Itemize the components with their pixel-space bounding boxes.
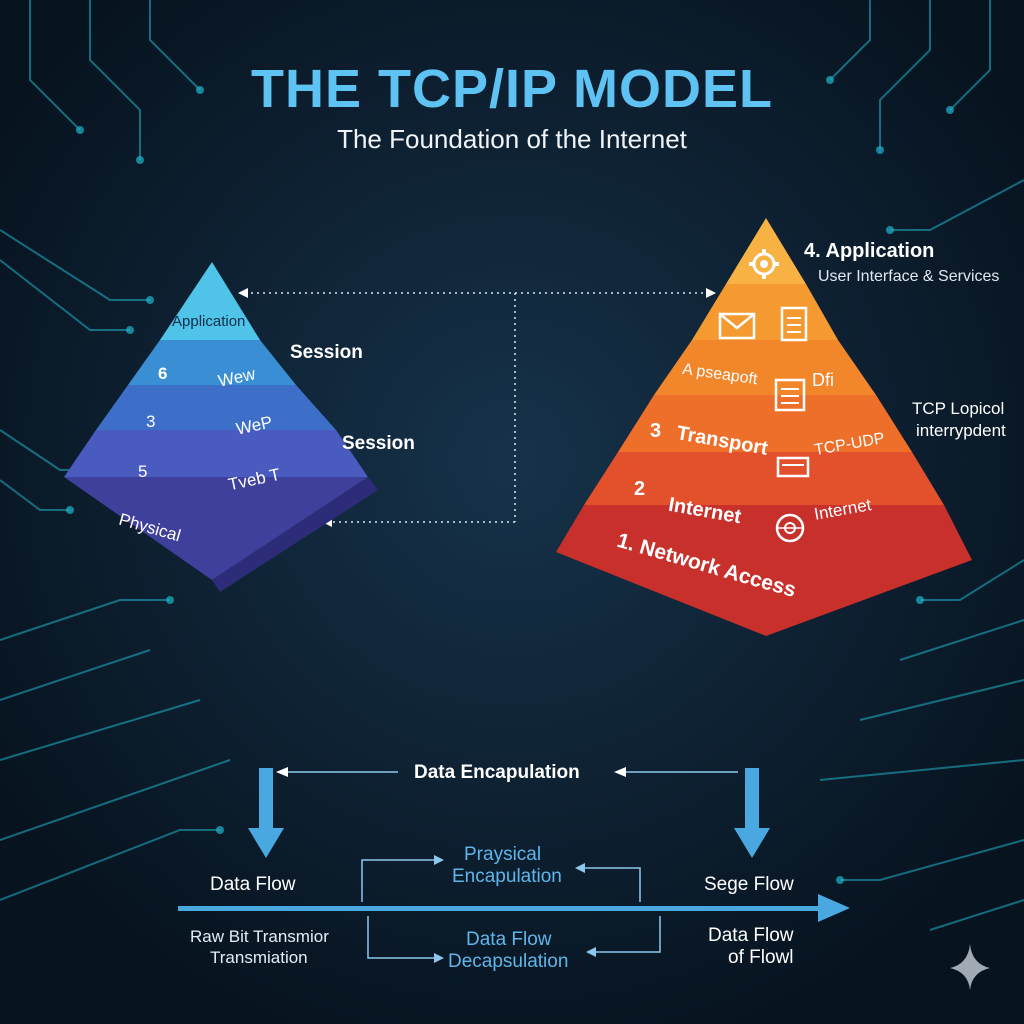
page-subtitle: The Foundation of the Internet bbox=[337, 124, 687, 154]
bracket-top-left bbox=[361, 859, 438, 902]
physical-encap-label-2: Encapulation bbox=[452, 866, 562, 887]
connector-arrow-right bbox=[706, 288, 716, 298]
down-arrow-left-shaft bbox=[259, 768, 273, 830]
right-layer-network-access bbox=[556, 505, 972, 636]
connector-arrow-left bbox=[238, 288, 248, 298]
envelope-icon bbox=[718, 312, 756, 340]
circuit-traces-right bbox=[819, 0, 1024, 931]
connector-lines bbox=[245, 292, 710, 523]
bracket-bottom-right bbox=[592, 916, 661, 953]
left-side-label-session-1: Session bbox=[290, 342, 363, 363]
left-pyramid bbox=[64, 262, 378, 592]
document-list-icon bbox=[774, 378, 806, 412]
left-layer-application bbox=[160, 262, 260, 340]
encap-arrow-right bbox=[614, 767, 626, 777]
sege-flow-label: Sege Flow bbox=[704, 874, 794, 895]
data-flow-right-label-2: of Flowl bbox=[728, 947, 794, 968]
left-layer-number-2: 6 bbox=[158, 364, 168, 383]
right-side-label-2: interrypdent bbox=[916, 421, 1006, 440]
flow-arrows bbox=[178, 767, 850, 963]
card-icon bbox=[776, 456, 810, 478]
main-flow-arrowhead bbox=[818, 894, 850, 922]
right-layer-app bbox=[654, 340, 876, 395]
right-side-label-1: TCP Lopicol bbox=[912, 399, 1005, 418]
bracket-top-arrow bbox=[434, 855, 444, 865]
bracket-top-right-arrow bbox=[575, 863, 585, 873]
left-layer-3 bbox=[96, 385, 336, 430]
down-arrow-left-head bbox=[248, 828, 284, 858]
encap-arrow-left bbox=[276, 767, 288, 777]
bracket-bottom-left bbox=[367, 916, 438, 959]
right-pyramid bbox=[556, 218, 972, 636]
bracket-bottom-arrow bbox=[434, 953, 444, 963]
bracket-bottom-right-arrow bbox=[586, 947, 596, 957]
decap-label-1: Data Flow bbox=[466, 929, 552, 950]
sparkle-icon bbox=[950, 944, 990, 990]
right-top-label: 4. Application bbox=[804, 240, 935, 262]
physical-encap-label-1: Praysical bbox=[464, 844, 542, 865]
globe-icon bbox=[775, 513, 805, 543]
left-side-label-session-2: Session bbox=[342, 433, 415, 454]
right-layer-transport bbox=[618, 395, 912, 452]
left-layer-4 bbox=[64, 430, 368, 477]
right-layer-number-transport: 3 bbox=[650, 420, 662, 442]
decap-label-2: Decapsulation bbox=[448, 951, 569, 972]
gear-icon bbox=[749, 249, 779, 279]
right-layer-internet bbox=[584, 452, 944, 505]
down-arrow-right-shaft bbox=[745, 768, 759, 830]
right-layer-mail bbox=[692, 284, 838, 340]
data-encapsulation-label: Data Encapulation bbox=[414, 762, 580, 783]
left-layer-number-3: 3 bbox=[146, 412, 156, 431]
raw-bit-label-1: Raw Bit Transmior bbox=[190, 927, 329, 946]
left-layer-physical bbox=[64, 477, 368, 580]
raw-bit-label-2: Transmiation bbox=[210, 948, 308, 967]
down-arrow-right-head bbox=[734, 828, 770, 858]
left-layer-2 bbox=[128, 340, 296, 385]
main-flow-line bbox=[178, 906, 822, 911]
bracket-top-right bbox=[580, 867, 641, 902]
right-top-caption: User Interface & Services bbox=[818, 268, 1000, 285]
page-title: THE TCP/IP MODEL bbox=[250, 59, 774, 119]
left-layer-number-4: 5 bbox=[138, 462, 148, 481]
data-flow-left-label: Data Flow bbox=[210, 874, 296, 895]
right-layer-number-internet: 2 bbox=[634, 478, 646, 500]
data-flow-right-label-1: Data Flow bbox=[708, 925, 794, 946]
left-pyramid-shadow bbox=[212, 477, 378, 592]
circuit-traces-left bbox=[0, 0, 231, 901]
document-icon bbox=[780, 306, 808, 342]
right-layer-extra-app: Dfi bbox=[812, 370, 834, 390]
left-layer-label-application: Application bbox=[172, 313, 246, 330]
